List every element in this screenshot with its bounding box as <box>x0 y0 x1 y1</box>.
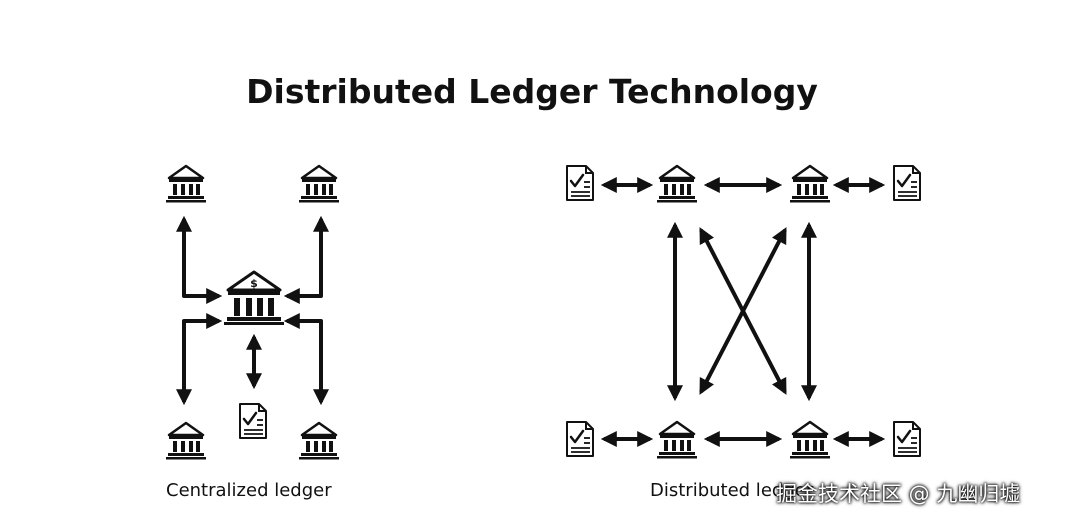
document-check-icon <box>238 402 268 440</box>
double-arrow <box>283 215 329 304</box>
bank-icon <box>788 164 832 204</box>
document-check-icon <box>892 420 922 458</box>
document-check-icon <box>565 420 595 458</box>
bank-icon <box>655 164 699 204</box>
bank-icon <box>164 164 208 204</box>
dollar-symbol: $ <box>250 277 258 290</box>
double-arrow <box>699 227 787 395</box>
bank-icon <box>164 421 208 461</box>
document-check-icon <box>565 164 595 202</box>
bank-icon <box>297 421 341 461</box>
watermark: 掘金技术社区 @ 九幽归墟 <box>776 482 1021 506</box>
diagram-title: Distributed Ledger Technology <box>246 72 818 111</box>
document-check-icon <box>892 164 922 202</box>
bank-icon <box>655 420 699 460</box>
distributed-ledger-caption: Distributed ledger <box>650 480 814 501</box>
double-arrow <box>176 313 223 406</box>
double-arrow <box>283 313 329 406</box>
bank-icon <box>297 164 341 204</box>
central-bank-icon: $ <box>224 270 284 325</box>
double-arrow <box>176 215 223 304</box>
bank-icon <box>788 420 832 460</box>
centralized-ledger-caption: Centralized ledger <box>166 480 332 501</box>
